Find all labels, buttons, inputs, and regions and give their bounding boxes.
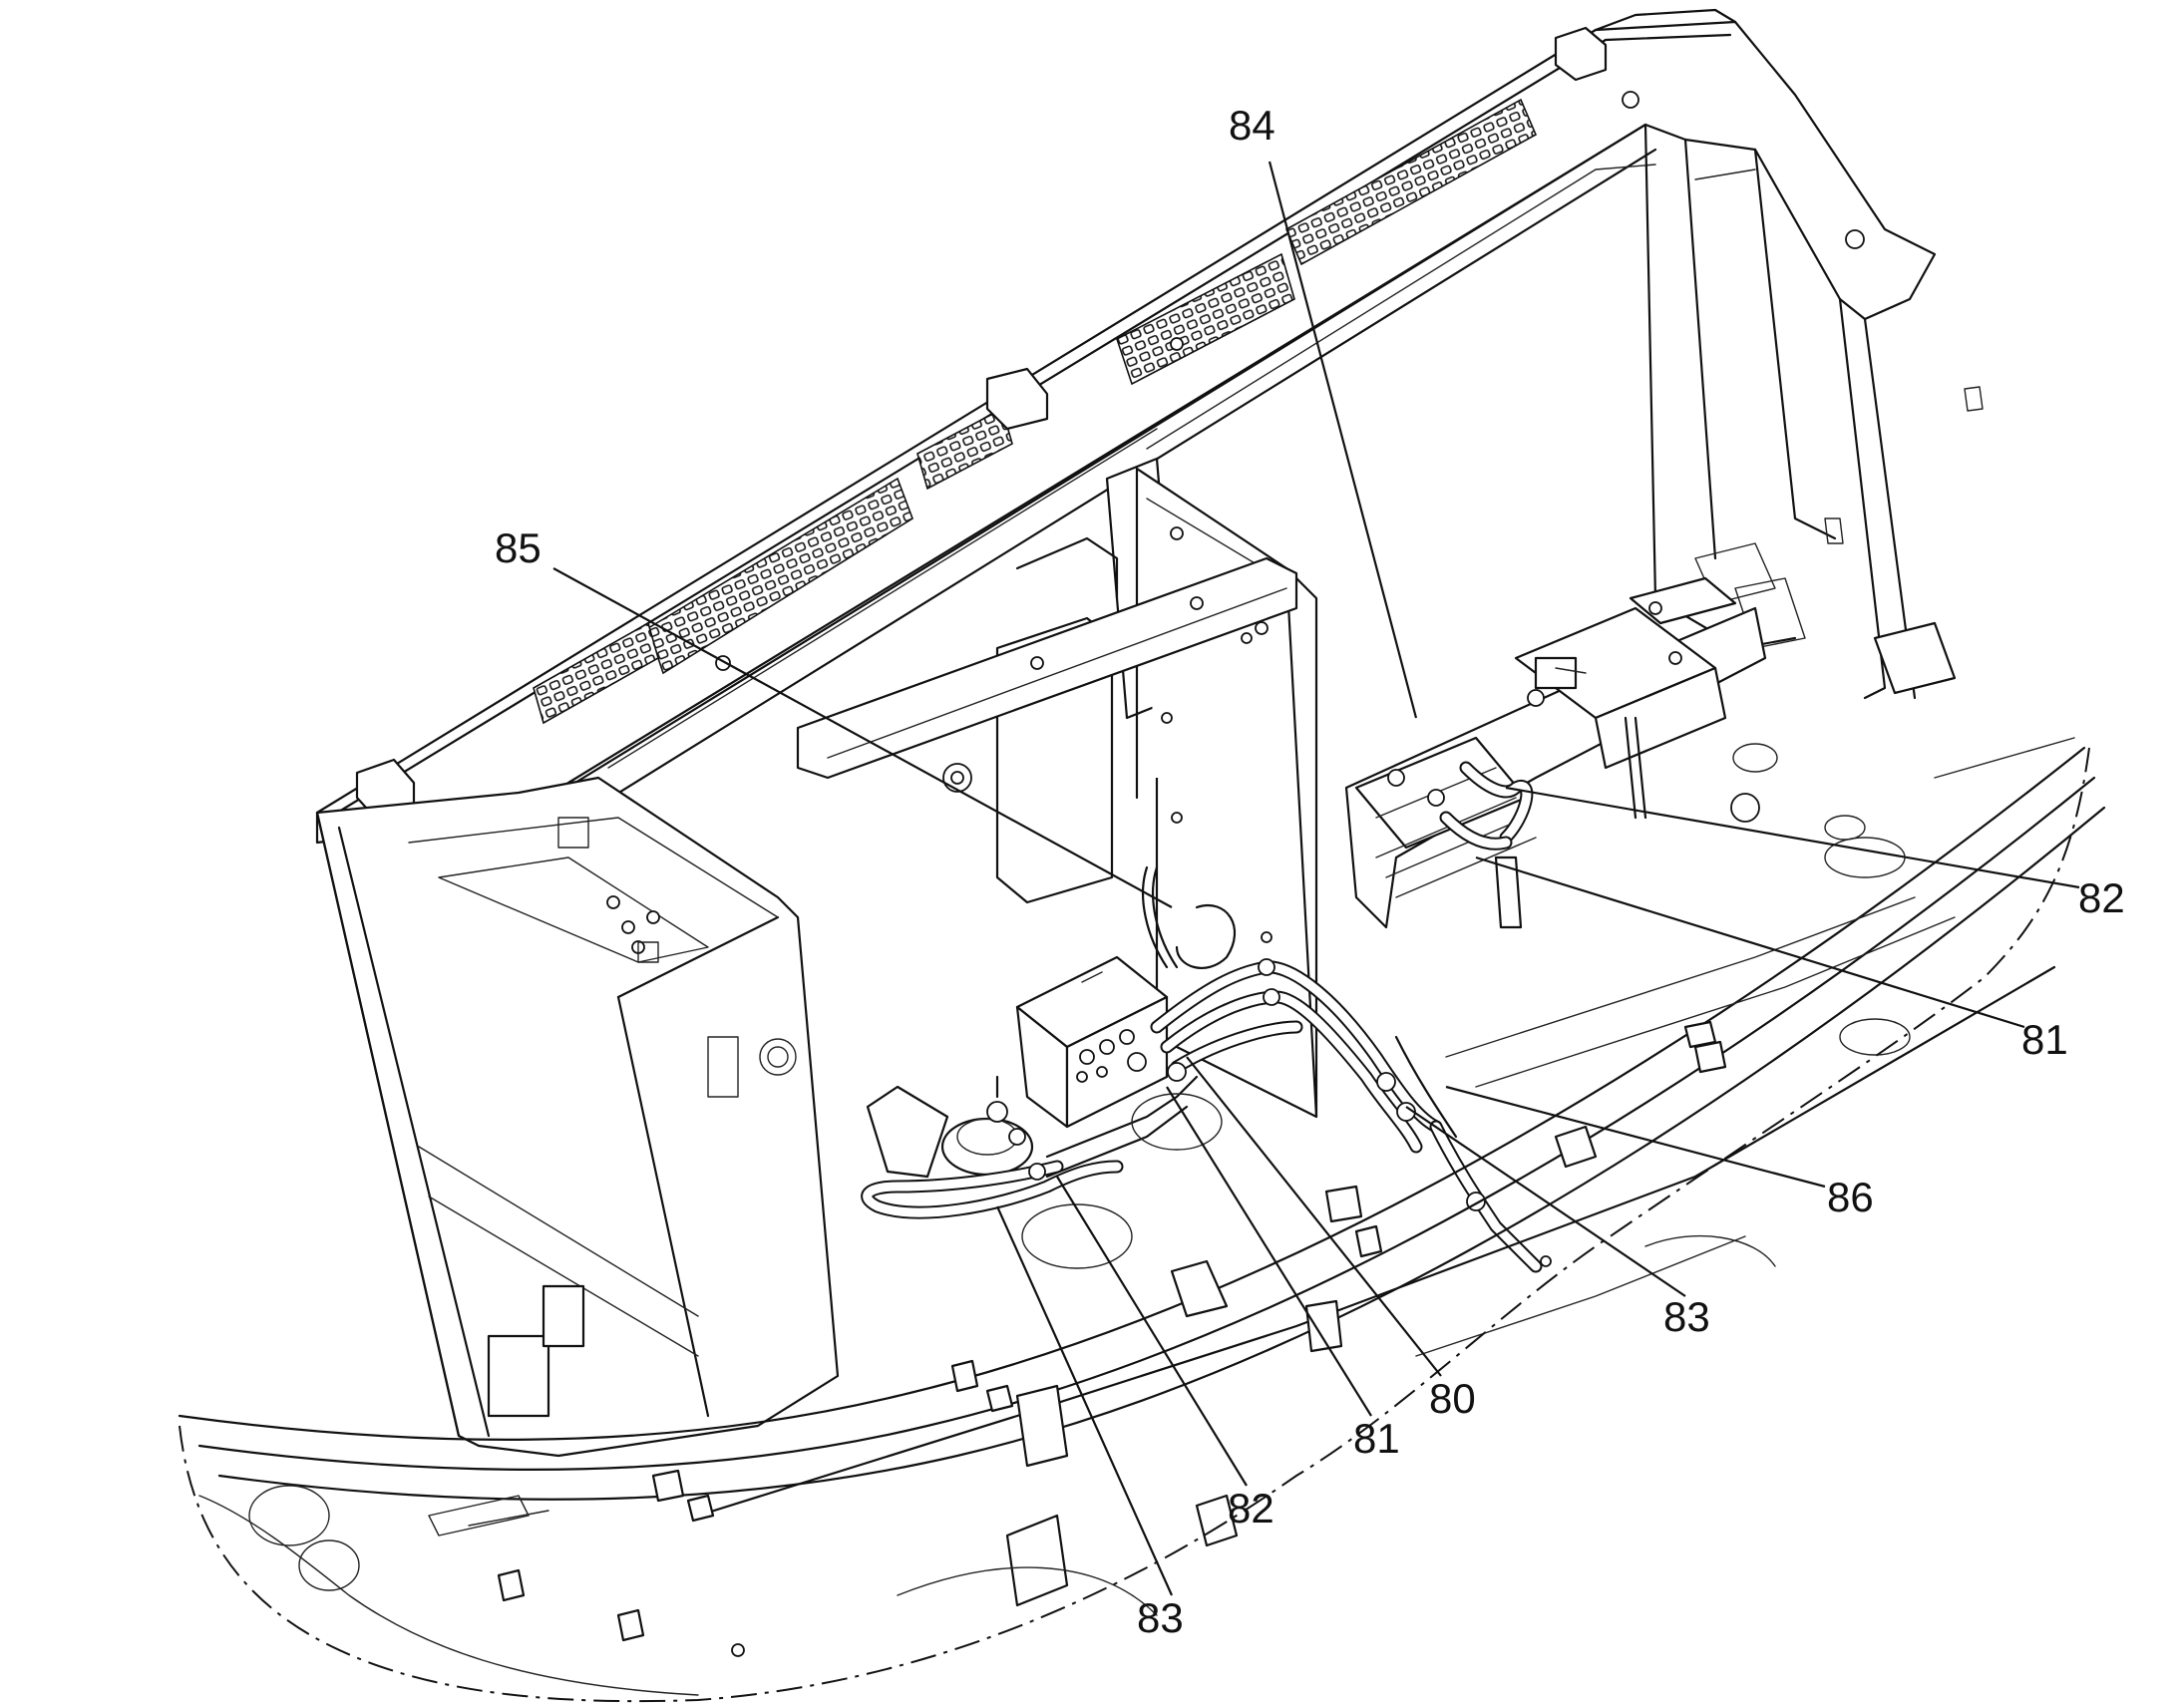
leader-83a (1405, 1106, 1686, 1297)
leader-81b (1166, 1086, 1372, 1417)
callout-83: 83 (1137, 1594, 1184, 1641)
mount-block (985, 367, 1049, 431)
crossbar (796, 556, 1298, 793)
right-side-wall (1643, 123, 2075, 779)
battery-assembly (1344, 576, 1767, 929)
leader-lines (552, 161, 2080, 1596)
left-cabinet (315, 776, 840, 1458)
callout-82: 82 (2078, 874, 2125, 921)
callout-81: 81 (1353, 1415, 1400, 1462)
callout-80: 80 (1429, 1375, 1476, 1422)
leader-83b (995, 1205, 1174, 1596)
leader-86 (1445, 1085, 1826, 1189)
control-box (1015, 955, 1169, 1129)
battery-switch (866, 1075, 1034, 1179)
callout-labels: 84 85 82 81 86 83 80 81 82 83 (495, 102, 2125, 1641)
leader-80 (1186, 1056, 1442, 1377)
vent-grille (1284, 98, 1538, 266)
base-frame (178, 743, 2106, 1696)
mount-block (1554, 26, 1608, 82)
leader-82a (1505, 786, 2080, 889)
callout-82: 82 (1228, 1485, 1274, 1532)
leader-82b (1056, 1176, 1248, 1487)
leader-81a (1475, 855, 2025, 1029)
callout-81: 81 (2021, 1016, 2068, 1063)
break-line (179, 747, 2090, 1703)
callout-86: 86 (1827, 1174, 1874, 1220)
vent-grille (533, 621, 659, 725)
callout-83: 83 (1663, 1293, 1710, 1340)
leader-85 (552, 567, 1173, 908)
callout-85: 85 (495, 524, 542, 571)
cable-harness (861, 761, 1543, 1273)
vent-grille (916, 407, 1013, 491)
leader-84 (1268, 161, 1418, 719)
callout-84: 84 (1229, 102, 1275, 149)
vent-grille (1116, 252, 1295, 386)
